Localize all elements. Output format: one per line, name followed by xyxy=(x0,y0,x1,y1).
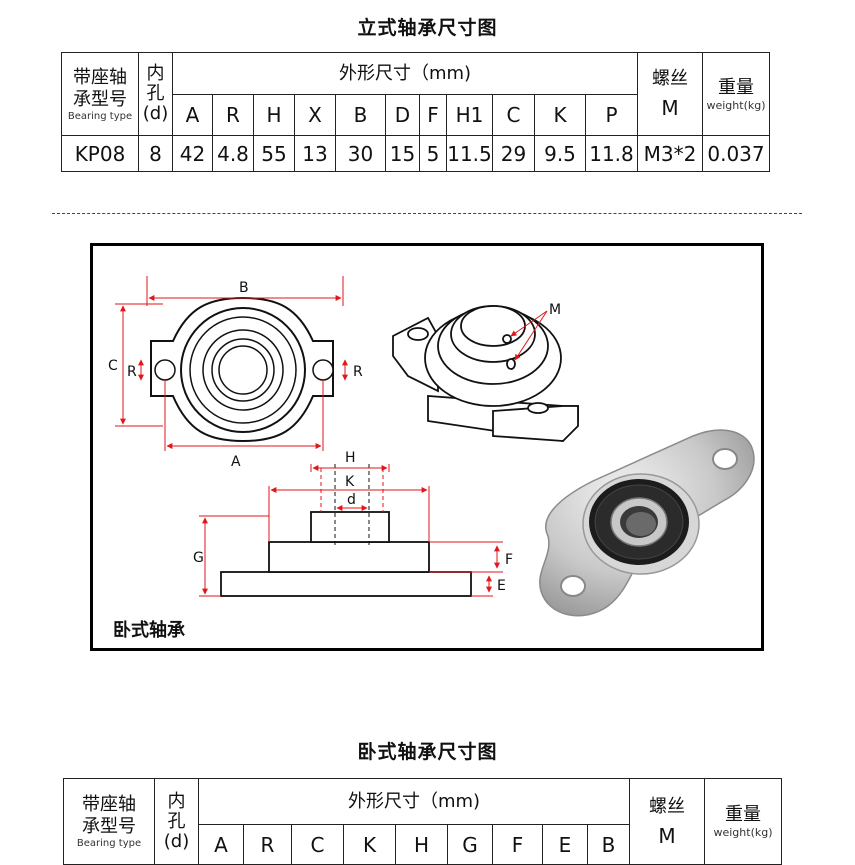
bore-cell: 8 xyxy=(138,135,173,172)
dim-cell-h1: 11.5 xyxy=(446,135,493,172)
dim-header-a: A xyxy=(198,824,244,865)
dim-header-c: C xyxy=(291,824,344,865)
vertical-bearing-title: 立式轴承尺寸图 xyxy=(357,17,498,39)
figure-caption: 卧式轴承 xyxy=(113,620,185,641)
dim-header-h1: H1 xyxy=(446,94,493,136)
bearing-dimension-figure: B C R R A M H K d G F E 卧式轴承 xyxy=(90,243,764,651)
dimension-drawing: B C R R A M H K d G F E xyxy=(108,276,755,617)
dim-cell-x: 13 xyxy=(294,135,336,172)
screw-header: 螺丝 M xyxy=(637,52,703,136)
dim-header-e: E xyxy=(542,824,588,865)
isometric-view xyxy=(392,305,579,442)
label-d: d xyxy=(347,492,356,508)
dim-header-r: R xyxy=(212,94,254,136)
dim-header-r: R xyxy=(243,824,292,865)
dim-header-g: G xyxy=(447,824,493,865)
horizontal-bearing-spec-table: 带座轴 承型号 Bearing type 内 孔 (d) 外形尺寸（mm) 螺丝… xyxy=(63,778,782,865)
dim-header-f: F xyxy=(419,94,447,136)
dim-cell-p: 11.8 xyxy=(585,135,638,172)
dim-header-h: H xyxy=(253,94,295,136)
weight-header: 重量 weight(kg) xyxy=(704,778,782,865)
label-r-right: R xyxy=(353,364,363,380)
dim-cell-r: 4.8 xyxy=(212,135,254,172)
dim-cell-h: 55 xyxy=(253,135,295,172)
label-b: B xyxy=(239,280,249,296)
dim-cell-c: 29 xyxy=(492,135,535,172)
vertical-bearing-spec-table: 带座轴 承型号 Bearing type 内 孔 (d) 外形尺寸（mm) 螺丝… xyxy=(61,52,770,172)
dim-cell-k: 9.5 xyxy=(534,135,586,172)
dimensions-header: 外形尺寸（mm) xyxy=(172,52,638,95)
dashed-divider xyxy=(52,213,802,214)
screw-cell: M3*2 xyxy=(637,135,703,172)
dim-cell-f: 5 xyxy=(419,135,447,172)
label-h: H xyxy=(345,450,356,466)
dim-header-x: X xyxy=(294,94,336,136)
label-a: A xyxy=(231,454,241,470)
bore-header: 内 孔 (d) xyxy=(138,52,173,136)
side-view xyxy=(220,511,472,597)
label-r-left: R xyxy=(127,364,137,380)
type-cell: KP08 xyxy=(61,135,139,172)
horizontal-bearing-title: 卧式轴承尺寸图 xyxy=(357,741,498,763)
dimensions-header: 外形尺寸（mm) xyxy=(198,778,630,825)
table-row: KP08 8 42 4.8 55 13 30 15 5 11.5 29 9.5 … xyxy=(61,135,770,172)
type-header: 带座轴 承型号 Bearing type xyxy=(63,778,155,865)
weight-header: 重量 weight(kg) xyxy=(702,52,770,136)
type-header: 带座轴 承型号 Bearing type xyxy=(61,52,139,136)
dim-cell-a: 42 xyxy=(172,135,213,172)
dim-header-a: A xyxy=(172,94,213,136)
front-view xyxy=(115,276,348,451)
dim-header-b: B xyxy=(335,94,386,136)
dim-cell-d: 15 xyxy=(385,135,420,172)
label-e: E xyxy=(497,578,506,594)
dim-header-f: F xyxy=(492,824,543,865)
label-f: F xyxy=(505,552,513,568)
label-m: M xyxy=(549,302,561,318)
label-c: C xyxy=(108,358,118,374)
dim-header-k: K xyxy=(534,94,586,136)
dim-header-h: H xyxy=(395,824,448,865)
dim-header-b: B xyxy=(587,824,630,865)
label-k: K xyxy=(345,474,355,490)
weight-cell: 0.037 xyxy=(702,135,770,172)
dim-header-c: C xyxy=(492,94,535,136)
bore-header: 内 孔 (d) xyxy=(154,778,199,865)
label-g: G xyxy=(193,550,204,566)
dim-cell-b: 30 xyxy=(335,135,386,172)
screw-header: 螺丝 M xyxy=(629,778,705,865)
bearing-photo-icon xyxy=(539,429,755,617)
dim-header-p: P xyxy=(585,94,638,136)
dim-header-k: K xyxy=(343,824,396,865)
dim-header-d: D xyxy=(385,94,420,136)
